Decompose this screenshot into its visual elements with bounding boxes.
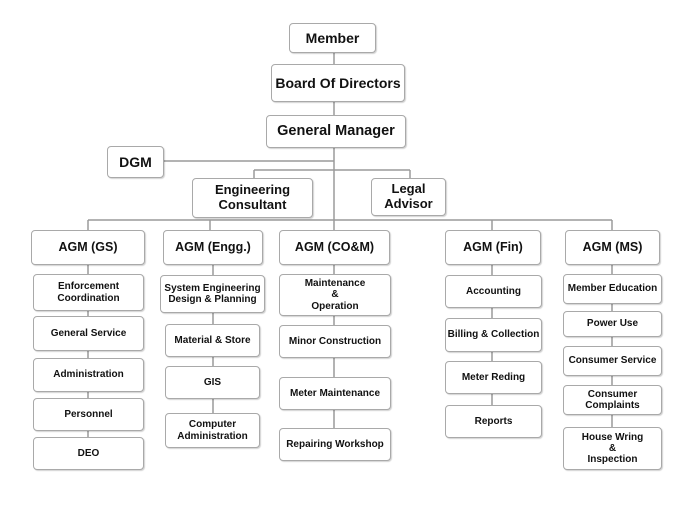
unit-material-store: Material & Store — [165, 324, 260, 357]
unit-accounting: Accounting — [445, 275, 542, 308]
member-box: Member — [289, 23, 376, 53]
unit-reports: Reports — [445, 405, 542, 438]
unit-general-service: General Service — [33, 316, 144, 351]
unit-minor-construction: Minor Construction — [279, 325, 391, 358]
unit-member-education: Member Education — [563, 274, 662, 304]
engineering-consultant-box: Engineering Consultant — [192, 178, 313, 218]
unit-power-use: Power Use — [563, 311, 662, 337]
unit-system-engineering-design-planning: System Engineering Design & Planning — [160, 275, 265, 313]
agm-engg-box: AGM (Engg.) — [163, 230, 263, 265]
unit-administration: Administration — [33, 358, 144, 392]
board-of-directors-box: Board Of Directors — [271, 64, 405, 102]
unit-maintenance-operation: Maintenance & Operation — [279, 274, 391, 316]
unit-billing-collection: Billing & Collection — [445, 318, 542, 352]
unit-enforcement-coordination: Enforcement Coordination — [33, 274, 144, 311]
unit-meter-reding: Meter Reding — [445, 361, 542, 394]
agm-fin-box: AGM (Fin) — [445, 230, 541, 265]
unit-repairing-workshop: Repairing Workshop — [279, 428, 391, 461]
unit-meter-maintenance: Meter Maintenance — [279, 377, 391, 410]
unit-gis: GIS — [165, 366, 260, 399]
agm-ms-box: AGM (MS) — [565, 230, 660, 265]
unit-consumer-complaints: Consumer Complaints — [563, 385, 662, 415]
general-manager-box: General Manager — [266, 115, 406, 148]
unit-consumer-service: Consumer Service — [563, 346, 662, 376]
unit-personnel: Personnel — [33, 398, 144, 431]
unit-deo: DEO — [33, 437, 144, 470]
dgm-box: DGM — [107, 146, 164, 178]
unit-computer-administration: Computer Administration — [165, 413, 260, 448]
unit-house-wring-inspection: House Wring & Inspection — [563, 427, 662, 470]
agm-com-box: AGM (CO&M) — [279, 230, 390, 265]
agm-gs-box: AGM (GS) — [31, 230, 145, 265]
legal-advisor-box: Legal Advisor — [371, 178, 446, 216]
